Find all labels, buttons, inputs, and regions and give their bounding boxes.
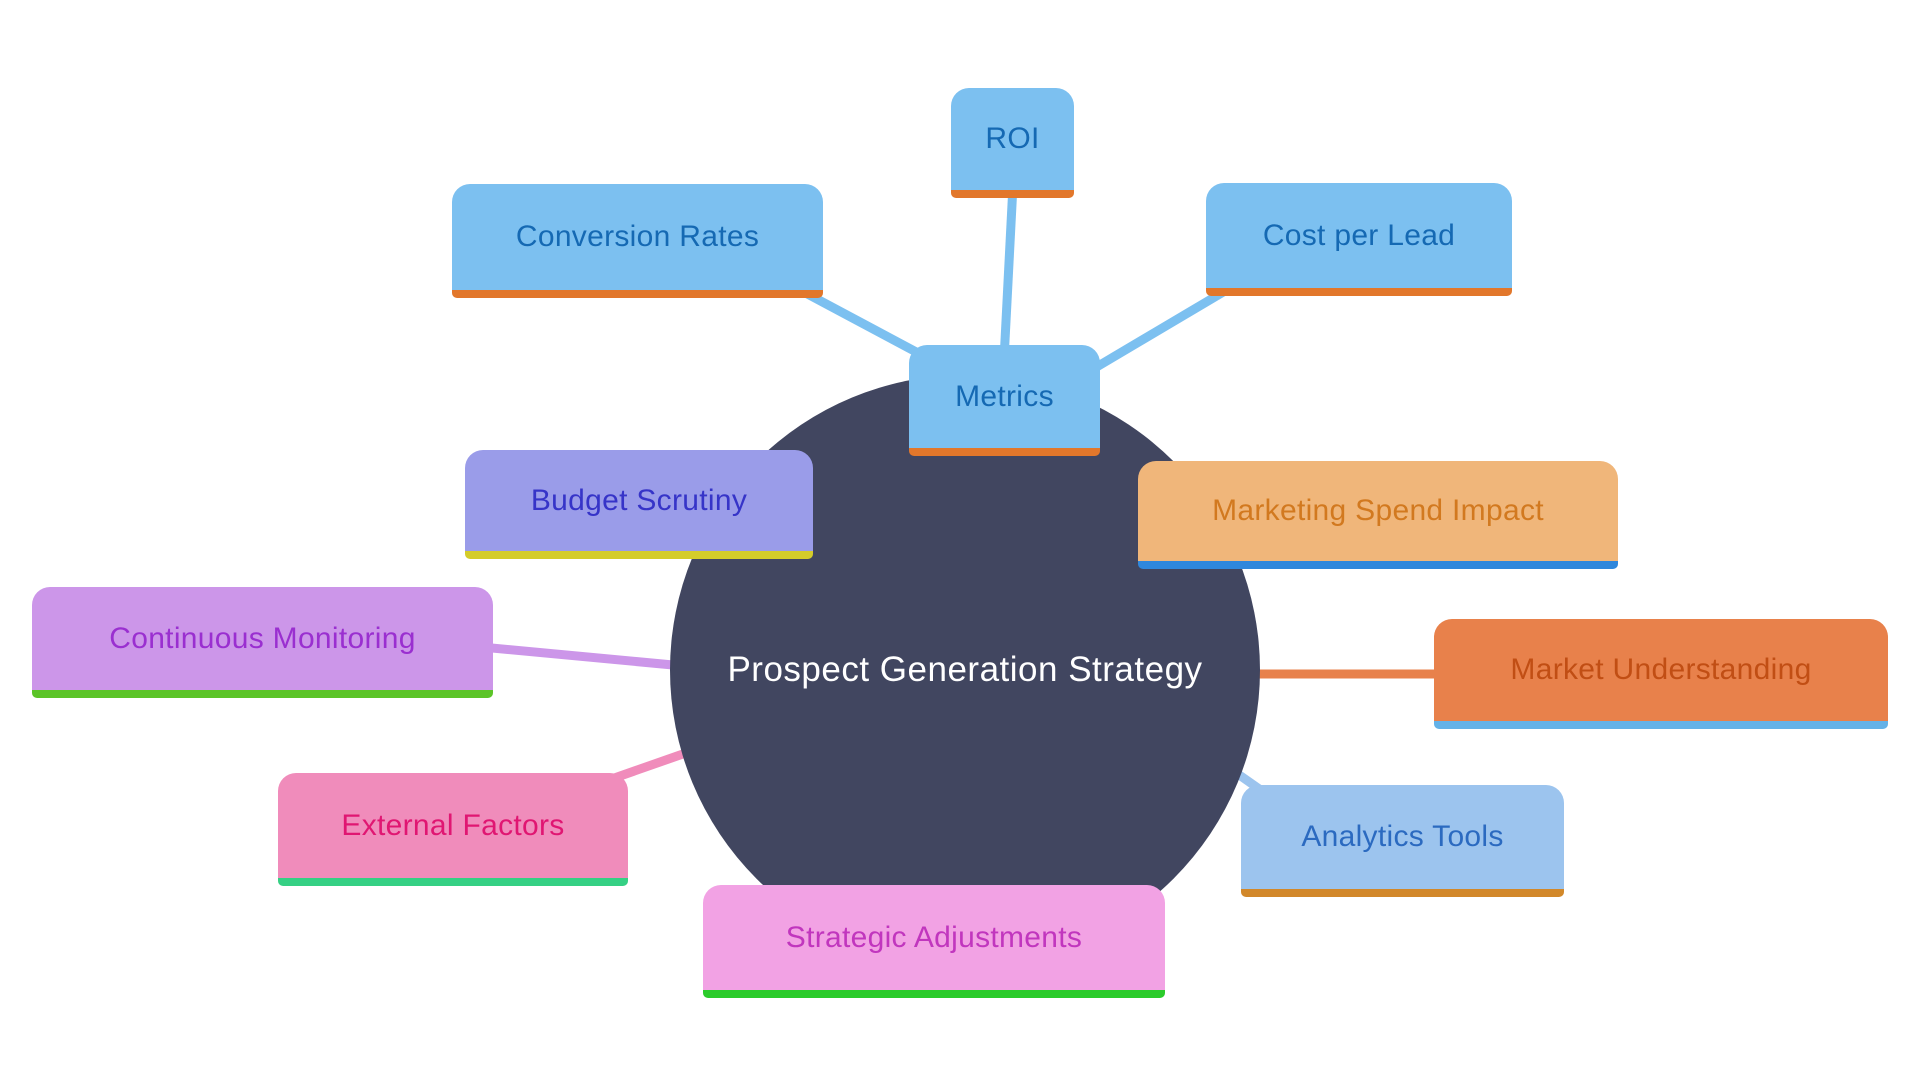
node-conversion-rates[interactable]: Conversion Rates: [452, 184, 823, 298]
node-roi[interactable]: ROI: [951, 88, 1074, 198]
node-analytics-tools-label: Analytics Tools: [1301, 820, 1504, 853]
node-external-factors[interactable]: External Factors: [278, 773, 628, 886]
node-market-understanding-label: Market Understanding: [1510, 653, 1812, 686]
node-metrics-label: Metrics: [955, 379, 1054, 413]
node-roi-label: ROI: [985, 122, 1040, 155]
node-metrics[interactable]: Metrics: [909, 345, 1100, 456]
central-topic-label: Prospect Generation Strategy: [727, 650, 1203, 689]
node-external-factors-label: External Factors: [341, 808, 565, 842]
node-conversion-rates-label: Conversion Rates: [515, 220, 760, 253]
node-budget-scrutiny-label: Budget Scrutiny: [530, 483, 748, 517]
node-marketing-spend-impact-label: Marketing Spend Impact: [1212, 494, 1544, 527]
node-strategic-adjustments[interactable]: Strategic Adjustments: [703, 885, 1165, 998]
connector-continuous-monitoring-center: [459, 640, 706, 673]
node-marketing-spend-impact[interactable]: Marketing Spend Impact: [1138, 461, 1618, 569]
node-budget-scrutiny[interactable]: Budget Scrutiny: [465, 450, 813, 559]
node-strategic-adjustments-label: Strategic Adjustments: [785, 920, 1083, 954]
node-cost-per-lead[interactable]: Cost per Lead: [1206, 183, 1512, 296]
node-cost-per-lead-label: Cost per Lead: [1262, 218, 1456, 252]
node-analytics-tools[interactable]: Analytics Tools: [1241, 785, 1564, 897]
node-continuous-monitoring[interactable]: Continuous Monitoring: [32, 587, 493, 698]
connector-cost-per-lead-metrics: [1075, 281, 1238, 382]
node-continuous-monitoring-label: Continuous Monitoring: [109, 621, 416, 655]
node-market-understanding[interactable]: Market Understanding: [1434, 619, 1888, 729]
connector-roi-metrics: [999, 184, 1018, 361]
